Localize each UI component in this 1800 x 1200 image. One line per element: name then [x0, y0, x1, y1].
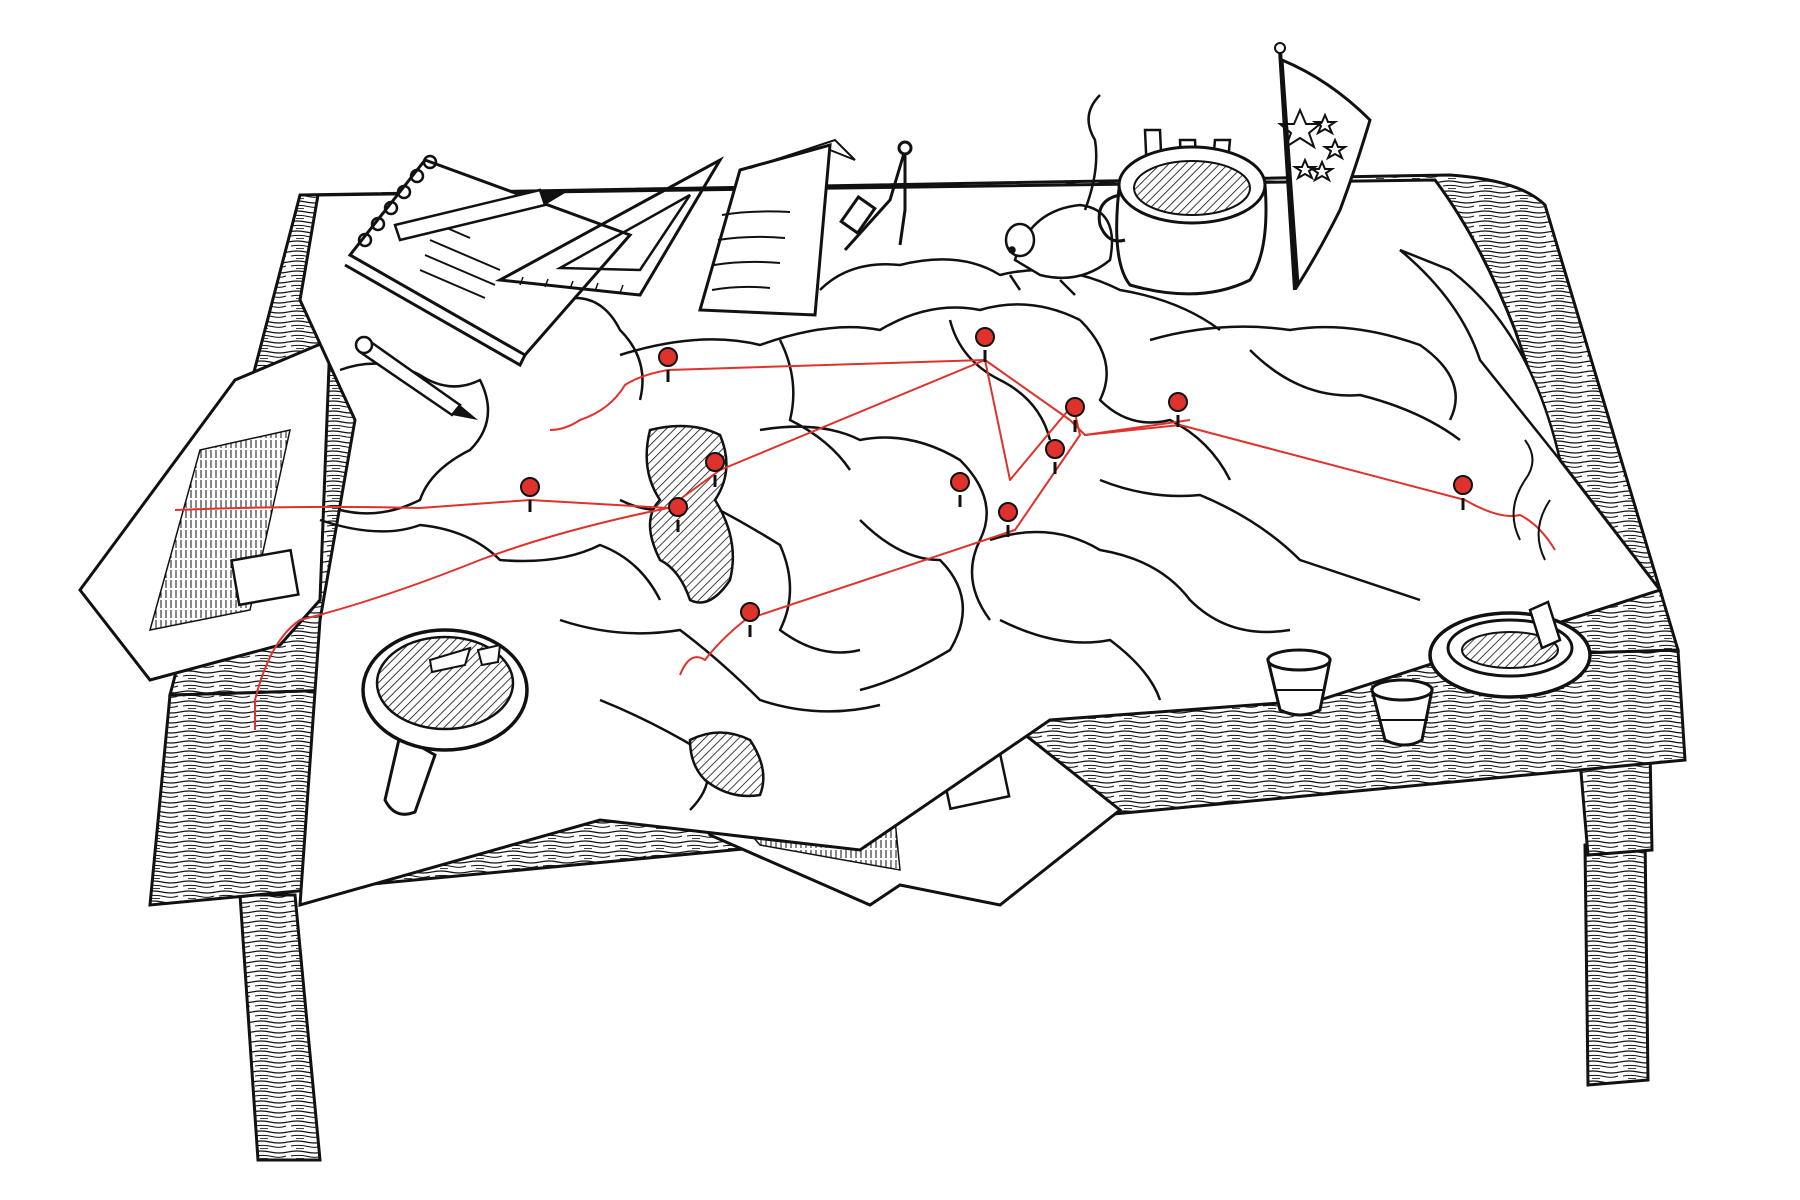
map-region-hatched	[688, 731, 765, 798]
notepad	[698, 138, 856, 317]
red-pushpin	[975, 327, 995, 362]
notebook	[344, 154, 633, 368]
pushpins	[520, 327, 1473, 637]
magnifying-glass	[361, 628, 529, 816]
map-curl	[1399, 248, 1562, 461]
cigarette	[1512, 439, 1562, 650]
string-route	[174, 359, 1556, 551]
ashtray	[1428, 611, 1592, 699]
map-borders	[319, 258, 1461, 811]
red-pushpin	[1045, 439, 1065, 474]
red-pushpin	[705, 452, 725, 487]
china-flag	[1274, 42, 1372, 291]
shot-glass	[1370, 678, 1434, 747]
table-leg-front-right	[1583, 833, 1650, 1087]
table-leg-front-left	[238, 893, 322, 1162]
shot-glass	[1266, 648, 1332, 717]
pencil	[393, 188, 565, 242]
set-square	[495, 156, 725, 297]
red-pushpin	[998, 502, 1018, 537]
red-pushpin	[668, 497, 688, 532]
red-pushpin	[520, 477, 540, 512]
red-pushpin	[1168, 392, 1188, 427]
string-route	[254, 507, 669, 730]
newspaper-photo	[230, 548, 300, 607]
red-pushpin	[658, 347, 678, 382]
mouse	[1004, 94, 1114, 296]
string-route	[1084, 419, 1191, 436]
pencil-cup	[1097, 128, 1268, 296]
newspaper-left	[78, 337, 332, 682]
red-pushpin	[950, 472, 970, 507]
pencil	[354, 335, 478, 420]
red-pushpin	[1453, 475, 1473, 510]
notebook-rings	[357, 154, 438, 248]
red-pushpin	[740, 602, 760, 637]
compass	[839, 140, 913, 252]
string-route	[549, 369, 669, 431]
flag-star-icon	[1277, 107, 1349, 183]
notebook-writing	[419, 224, 501, 299]
red-pushpin	[1065, 397, 1085, 432]
